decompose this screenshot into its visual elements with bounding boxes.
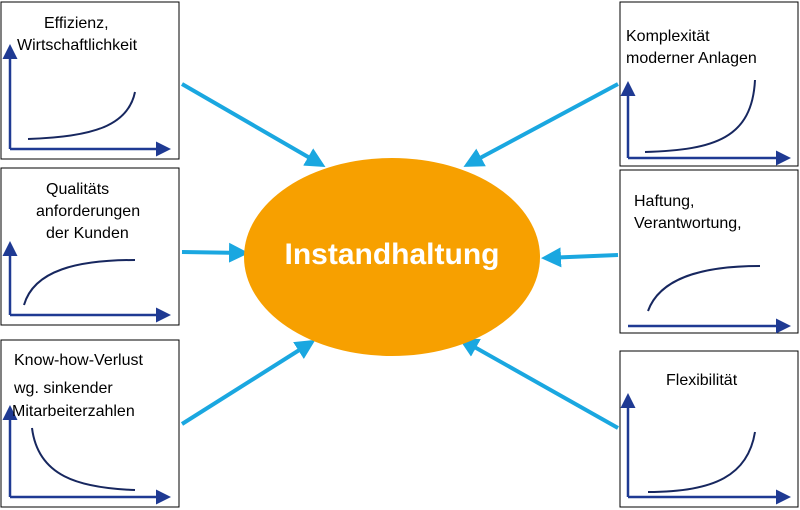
label-effizienz-line1: Effizienz, (44, 15, 109, 32)
arrow-effizienz (180, 82, 326, 168)
label-qualitaet-line2: anforderungen (36, 203, 141, 220)
label-komplexitaet-line2: moderner Anlagen (626, 50, 757, 67)
label-flexibilitaet-line1: Flexibilität (666, 372, 738, 389)
arrow-qualitaet (181, 242, 249, 263)
trend-curve (31, 427, 136, 491)
trend-curve (27, 91, 136, 140)
label-komplexitaet-line1: Komplexität (626, 28, 710, 45)
arrow-komplexitaet (463, 82, 619, 167)
label-effizienz-line2: Wirtschaftlichkeit (17, 37, 138, 54)
label-knowhow-line1: Know-how-Verlust (14, 352, 143, 369)
box-komplexitaet (619, 1, 799, 167)
box-qualitaet (0, 167, 180, 326)
box-haftung (619, 169, 799, 334)
box-knowhow (0, 339, 180, 508)
box-flexibilitaet (619, 350, 799, 508)
trend-curve (644, 79, 756, 153)
label-qualitaet-line1: Qualitäts (46, 181, 110, 198)
label-knowhow-line3: Mitarbeiterzahlen (12, 403, 135, 420)
box-effizienz (0, 1, 180, 160)
trend-curve (647, 265, 761, 312)
label-qualitaet-line3: der Kunden (46, 225, 129, 242)
trend-curve (23, 259, 136, 306)
center-label: Instandhaltung (284, 238, 500, 271)
trend-curve (647, 431, 756, 493)
label-knowhow-line2: wg. sinkender (14, 380, 113, 397)
center-ellipse (244, 158, 540, 356)
label-haftung-line1: Haftung, (634, 193, 695, 210)
arrow-knowhow (180, 339, 316, 426)
label-haftung-line2: Verantwortung, (634, 215, 742, 232)
arrow-flexibilitaet (458, 338, 619, 430)
arrow-haftung (541, 247, 619, 268)
